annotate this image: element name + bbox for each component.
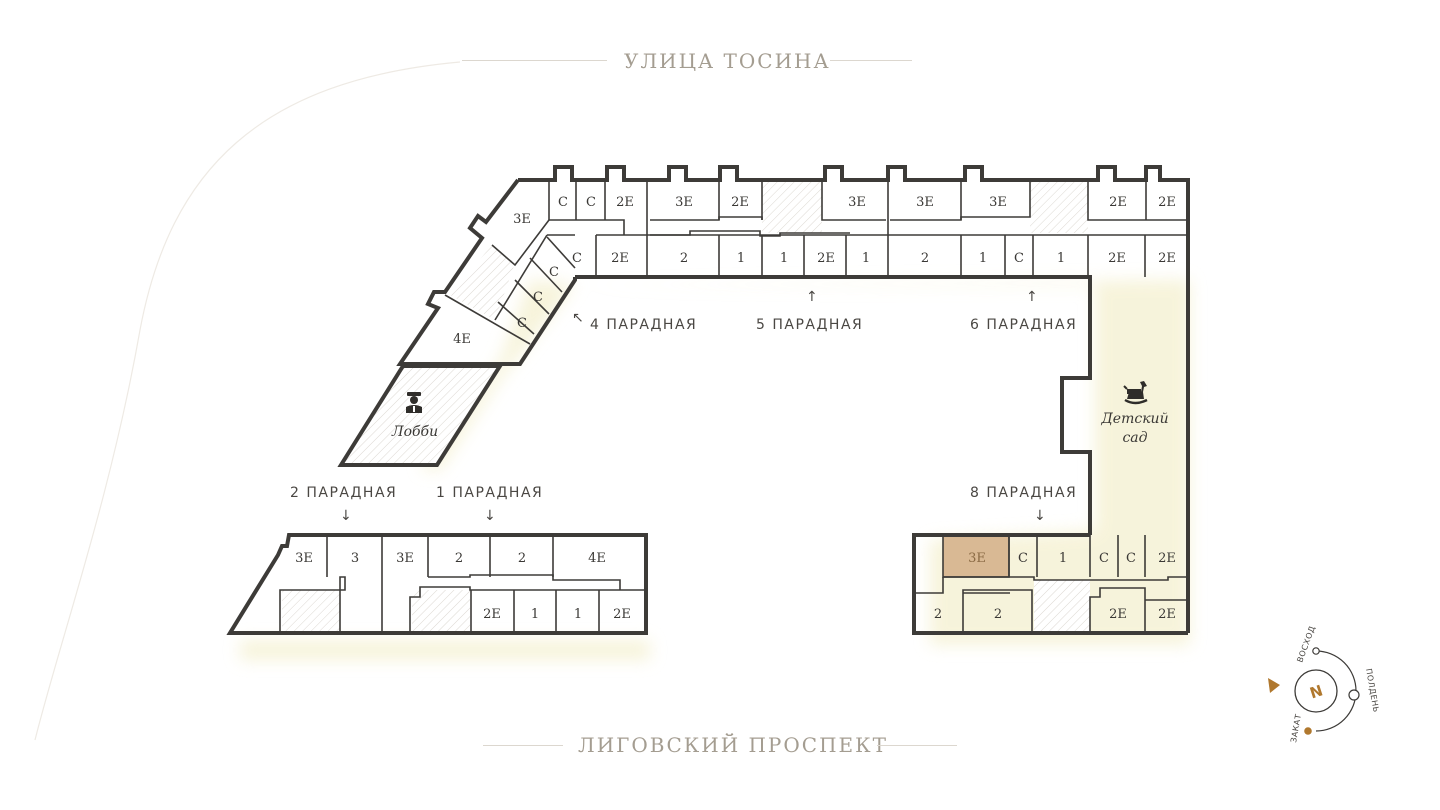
street-rule-right [830, 60, 912, 61]
unit-se-b4[interactable]: 2Е [1158, 607, 1176, 622]
unit-labels: 3Е С С 2Е С 2Е С С С 4Е 3Е 2Е 3Е 2 1 1 2… [295, 195, 1176, 622]
entrance-5-label[interactable]: 5 ПАРАДНАЯ [756, 317, 864, 333]
unit-nm-t2[interactable]: 2Е [731, 195, 749, 210]
unit-ne-b2[interactable]: 1 [979, 251, 987, 266]
unit-nw-6[interactable]: 2Е [611, 251, 629, 266]
entrance-8-arrow: ↓ [1034, 508, 1046, 524]
unit-sw-t4[interactable]: 2 [455, 551, 463, 566]
unit-ne-t2[interactable]: 3Е [989, 195, 1007, 210]
rocking-horse-icon [1123, 381, 1148, 405]
unit-se-t5[interactable]: С [1126, 551, 1136, 566]
entrance-1-arrow: ↓ [484, 508, 496, 524]
site-boundary-curve [34, 61, 461, 741]
concierge-icon [406, 392, 422, 413]
unit-nw-9[interactable]: С [517, 316, 527, 331]
unit-ne-t3[interactable]: 2Е [1109, 195, 1127, 210]
street-rule-bottom-right [877, 745, 957, 746]
unit-ne-b5[interactable]: 2Е [1108, 251, 1126, 266]
internal-walls [279, 180, 1188, 633]
compass-sunrise: ВОСХОД [1295, 625, 1317, 664]
unit-selected[interactable] [942, 535, 1010, 578]
unit-nw-2[interactable]: С [558, 195, 568, 210]
unit-nw-5[interactable]: С [572, 251, 582, 266]
unit-se-t2[interactable]: С [1018, 551, 1028, 566]
unit-sw-b3[interactable]: 1 [574, 607, 582, 622]
unit-sw-b1[interactable]: 2Е [483, 607, 501, 622]
unit-se-t3[interactable]: 1 [1059, 551, 1067, 566]
street-rule-bottom-left [483, 745, 563, 746]
unit-ne-b3[interactable]: С [1014, 251, 1024, 266]
unit-nm-b1[interactable]: 2 [680, 251, 688, 266]
unit-ne-t1[interactable]: 3Е [916, 195, 934, 210]
unit-ne-t4[interactable]: 2Е [1158, 195, 1176, 210]
entrance-8-label[interactable]: 8 ПАРАДНАЯ [970, 485, 1078, 501]
entrance-5-arrow: ↑ [806, 289, 818, 305]
unit-sw-t6[interactable]: 4Е [588, 551, 606, 566]
unit-se-t6[interactable]: 2Е [1158, 551, 1176, 566]
unit-ne-b4[interactable]: 1 [1057, 251, 1065, 266]
entrance-4-label[interactable]: 4 ПАРАДНАЯ [590, 317, 698, 333]
street-rule-left [462, 60, 607, 61]
unit-nw-3[interactable]: С [586, 195, 596, 210]
unit-nw-10[interactable]: 4Е [453, 332, 471, 347]
lobby-label: Лобби [391, 424, 439, 440]
unit-nm-t1[interactable]: 3Е [675, 195, 693, 210]
compass-north: N [1308, 681, 1326, 702]
unit-nw-7[interactable]: С [549, 265, 559, 280]
street-label-bottom: ЛИГОВСКИЙ ПРОСПЕКТ [578, 733, 888, 757]
unit-sw-b4[interactable]: 2Е [613, 607, 631, 622]
entrance-2-arrow: ↓ [340, 508, 352, 524]
unit-nm-t3[interactable]: 3Е [848, 195, 866, 210]
unit-nm-b5[interactable]: 1 [862, 251, 870, 266]
unit-nm-b2[interactable]: 1 [737, 251, 745, 266]
unit-sw-t3[interactable]: 3Е [396, 551, 414, 566]
unit-nm-b3[interactable]: 1 [780, 251, 788, 266]
kindergarten-label-line2: сад [1122, 430, 1148, 446]
compass-sunset: ЗАКАТ [1289, 713, 1303, 743]
unit-nm-b4[interactable]: 2Е [817, 251, 835, 266]
unit-se-t4[interactable]: С [1099, 551, 1109, 566]
outer-walls [226, 165, 1190, 635]
entrance-6-label[interactable]: 6 ПАРАДНАЯ [970, 317, 1078, 333]
entrance-1-label[interactable]: 1 ПАРАДНАЯ [436, 485, 544, 501]
unit-sw-t2[interactable]: 3 [351, 551, 359, 566]
unit-se-t1-selected[interactable]: 3Е [968, 551, 986, 566]
entrance-6-arrow: ↑ [1026, 289, 1038, 305]
unit-sw-t5[interactable]: 2 [518, 551, 526, 566]
common-areas [282, 181, 1090, 631]
unit-nw-1[interactable]: 3Е [513, 212, 531, 227]
compass-noon: ПОЛДЕНЬ [1364, 668, 1381, 714]
unit-nw-8[interactable]: С [533, 290, 543, 305]
kindergarten-label-line1: Детский [1101, 411, 1169, 427]
unit-se-b2[interactable]: 2 [994, 607, 1002, 622]
unit-sw-t1[interactable]: 3Е [295, 551, 313, 566]
unit-ne-b6[interactable]: 2Е [1158, 251, 1176, 266]
compass-icon: N ВОСХОД ПОЛДЕНЬ ЗАКАТ [1268, 625, 1381, 743]
unit-se-b1[interactable]: 2 [934, 607, 942, 622]
street-label-top: УЛИЦА ТОСИНА [624, 49, 831, 73]
unit-nw-4[interactable]: 2Е [616, 195, 634, 210]
unit-sw-b2[interactable]: 1 [531, 607, 539, 622]
entrance-4-arrow: ↖ [572, 310, 584, 326]
unit-se-b3[interactable]: 2Е [1109, 607, 1127, 622]
entrance-2-label[interactable]: 2 ПАРАДНАЯ [290, 485, 398, 501]
unit-ne-b1[interactable]: 2 [921, 251, 929, 266]
